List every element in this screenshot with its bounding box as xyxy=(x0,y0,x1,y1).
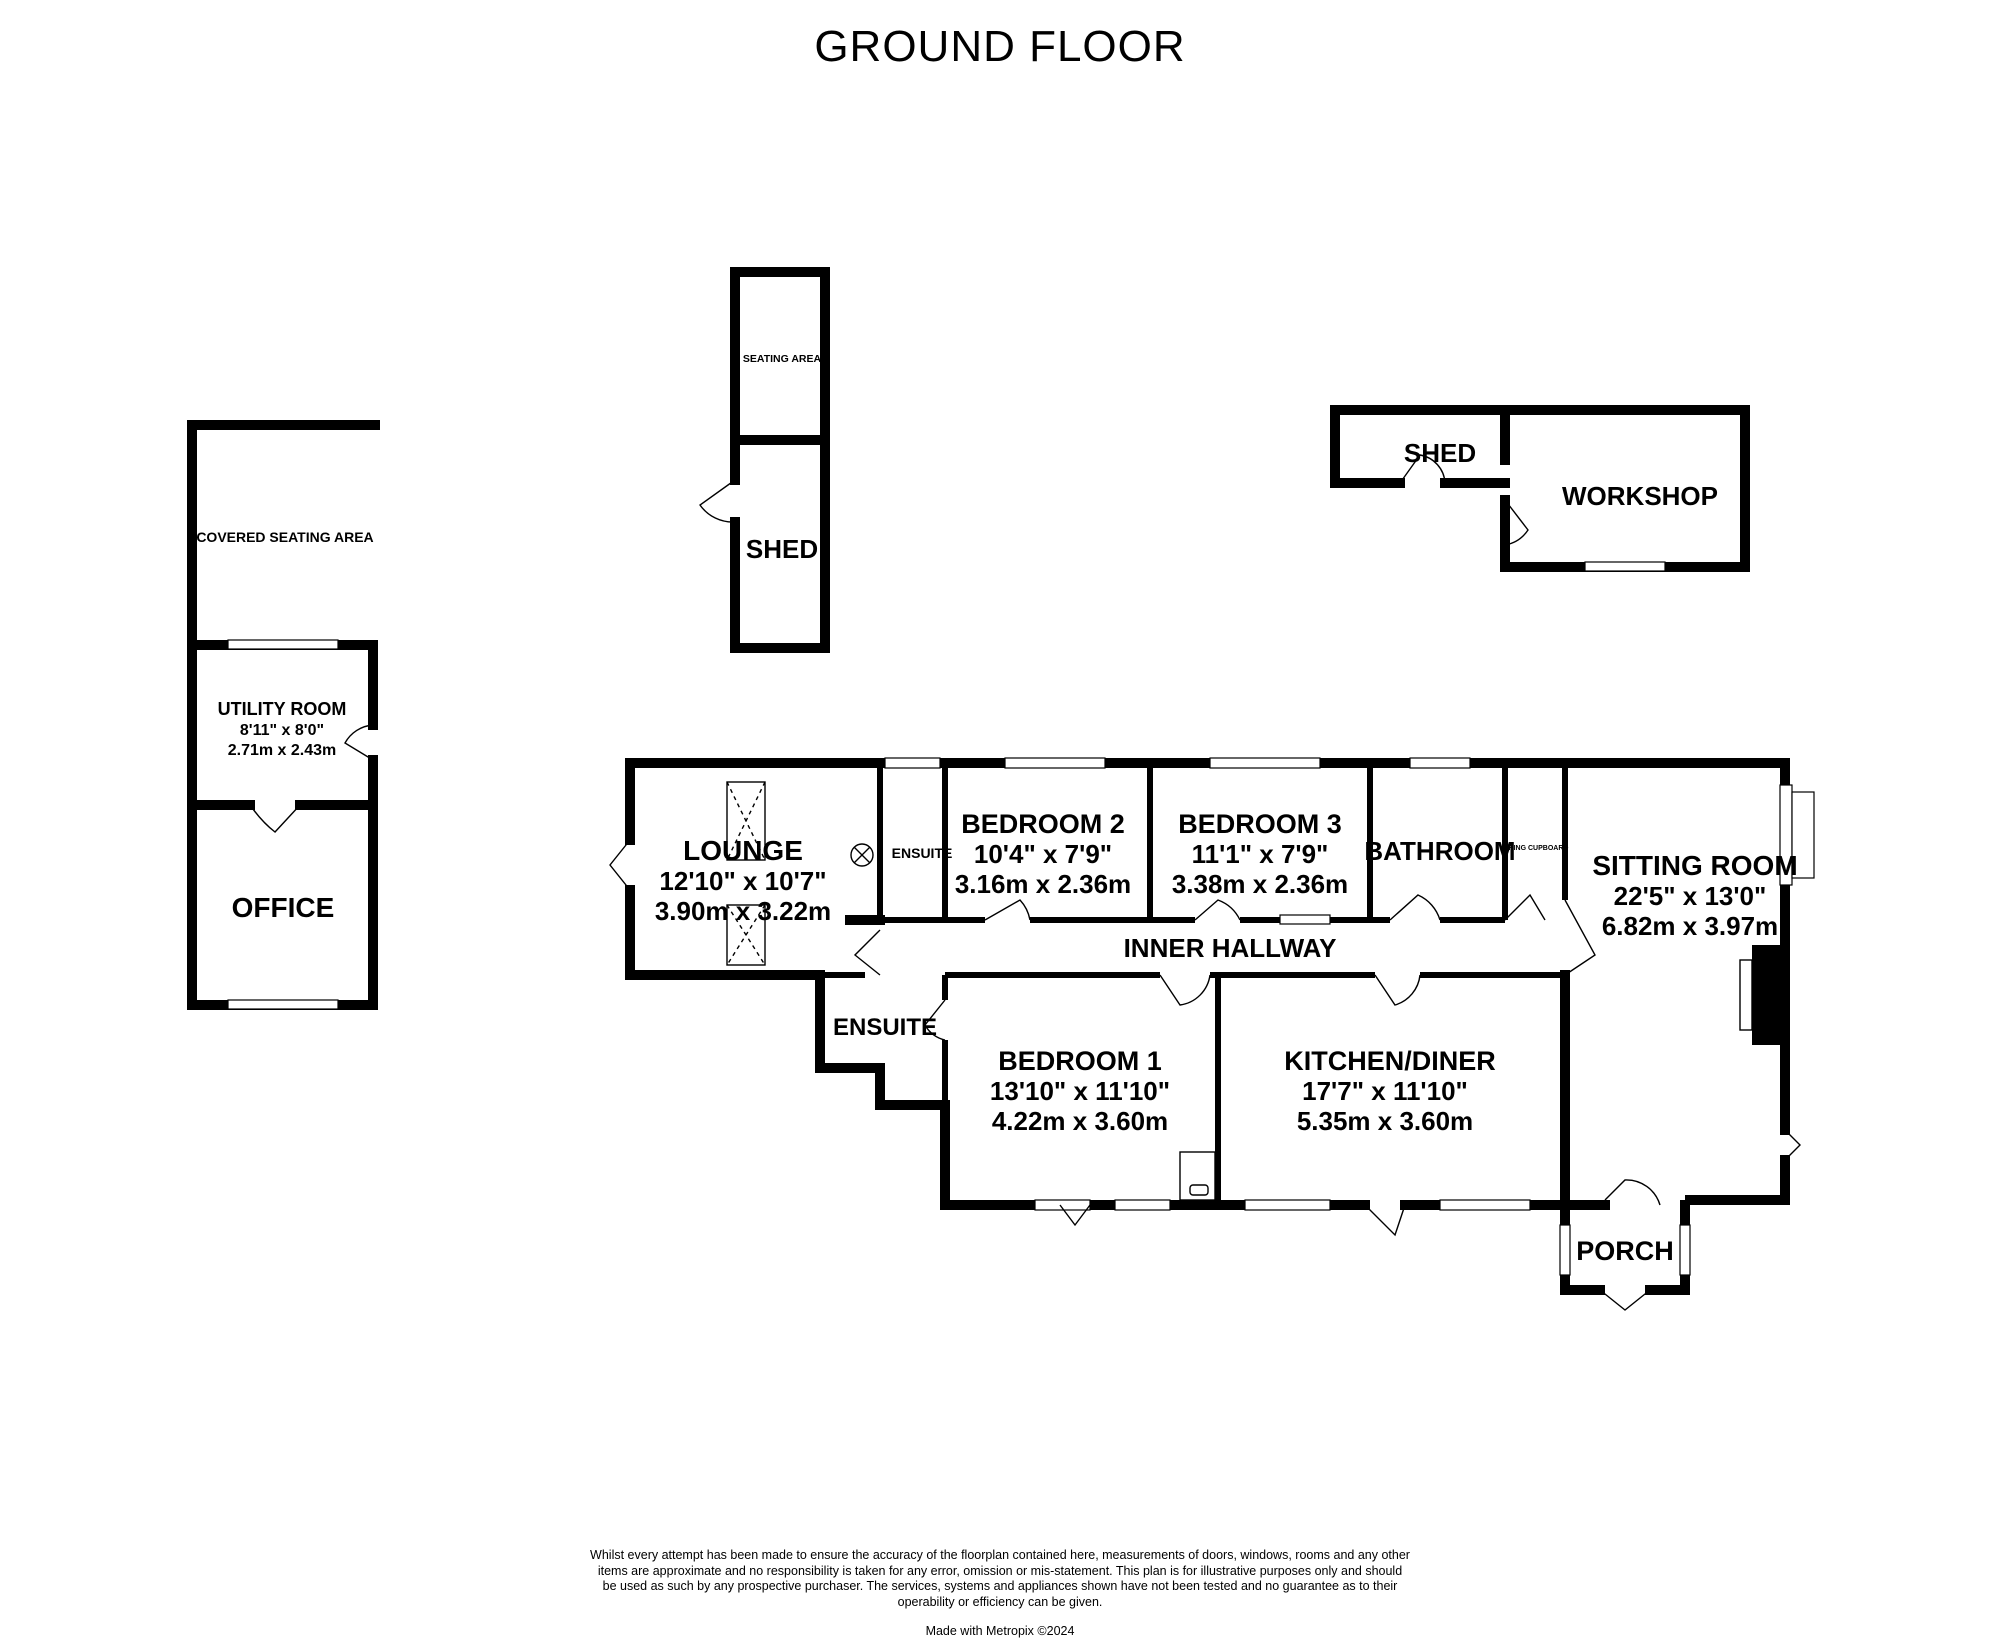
bathroom-label: BATHROOM xyxy=(1364,836,1515,866)
bedroom-3-imperial: 11'1" x 7'9" xyxy=(1192,839,1329,869)
inner-hallway-label: INNER HALLWAY xyxy=(1124,933,1337,963)
credit-text: Made with Metropix ©2024 xyxy=(925,1624,1075,1638)
sitting-room-imperial: 22'5" x 13'0" xyxy=(1614,881,1767,911)
covered-seating-label: COVERED SEATING AREA xyxy=(196,529,373,545)
lounge-label: LOUNGE xyxy=(683,835,803,866)
kitchen-diner-imperial: 17'7" x 11'10" xyxy=(1302,1076,1468,1106)
bedroom-1-label: BEDROOM 1 xyxy=(998,1046,1162,1076)
kitchen-diner-label: KITCHEN/DINER xyxy=(1284,1046,1496,1076)
shed-right-label: SHED xyxy=(1404,438,1476,468)
bedroom-3-metric: 3.38m x 2.36m xyxy=(1172,869,1348,899)
kitchen-diner-metric: 5.35m x 3.60m xyxy=(1297,1106,1473,1136)
bedroom-2-metric: 3.16m x 2.36m xyxy=(955,869,1131,899)
office-label: OFFICE xyxy=(232,892,335,923)
plan-title: GROUND FLOOR xyxy=(814,22,1186,71)
ensuite-bottom-label: ENSUITE xyxy=(833,1014,937,1041)
lounge-imperial: 12'10" x 10'7" xyxy=(659,866,826,896)
porch-label: PORCH xyxy=(1576,1236,1674,1266)
bedroom-3-label: BEDROOM 3 xyxy=(1178,809,1342,839)
sitting-room-metric: 6.82m x 3.97m xyxy=(1602,911,1778,941)
bedroom-2-label: BEDROOM 2 xyxy=(961,809,1125,839)
shed-left-label: SHED xyxy=(746,534,818,564)
utility-room-label: UTILITY ROOM xyxy=(218,699,347,719)
middle-shed xyxy=(699,267,830,653)
room-labels: COVERED SEATING AREA UTILITY ROOM 8'11" … xyxy=(196,353,1797,1266)
ensuite-top-label: ENSUITE xyxy=(892,845,953,861)
main-house xyxy=(609,757,1815,1311)
bedroom-2-imperial: 10'4" x 7'9" xyxy=(974,839,1112,869)
seating-area-label: SEATING AREA xyxy=(743,353,822,365)
workshop-label: WORKSHOP xyxy=(1562,481,1718,511)
utility-room-metric: 2.71m x 2.43m xyxy=(228,742,337,759)
airing-cupboard-label: AIRING CUPBOARD xyxy=(1502,845,1569,852)
bedroom-1-imperial: 13'10" x 11'10" xyxy=(990,1076,1170,1106)
lounge-metric: 3.90m x 3.22m xyxy=(655,896,831,926)
disclaimer-text: Whilst every attempt has been made to en… xyxy=(590,1548,1410,1609)
bedroom-1-metric: 4.22m x 3.60m xyxy=(992,1106,1168,1136)
left-outbuilding xyxy=(187,420,380,1010)
workshop-building xyxy=(1330,405,1750,572)
utility-room-imperial: 8'11" x 8'0" xyxy=(240,722,324,739)
sitting-room-label: SITTING ROOM xyxy=(1592,850,1797,881)
